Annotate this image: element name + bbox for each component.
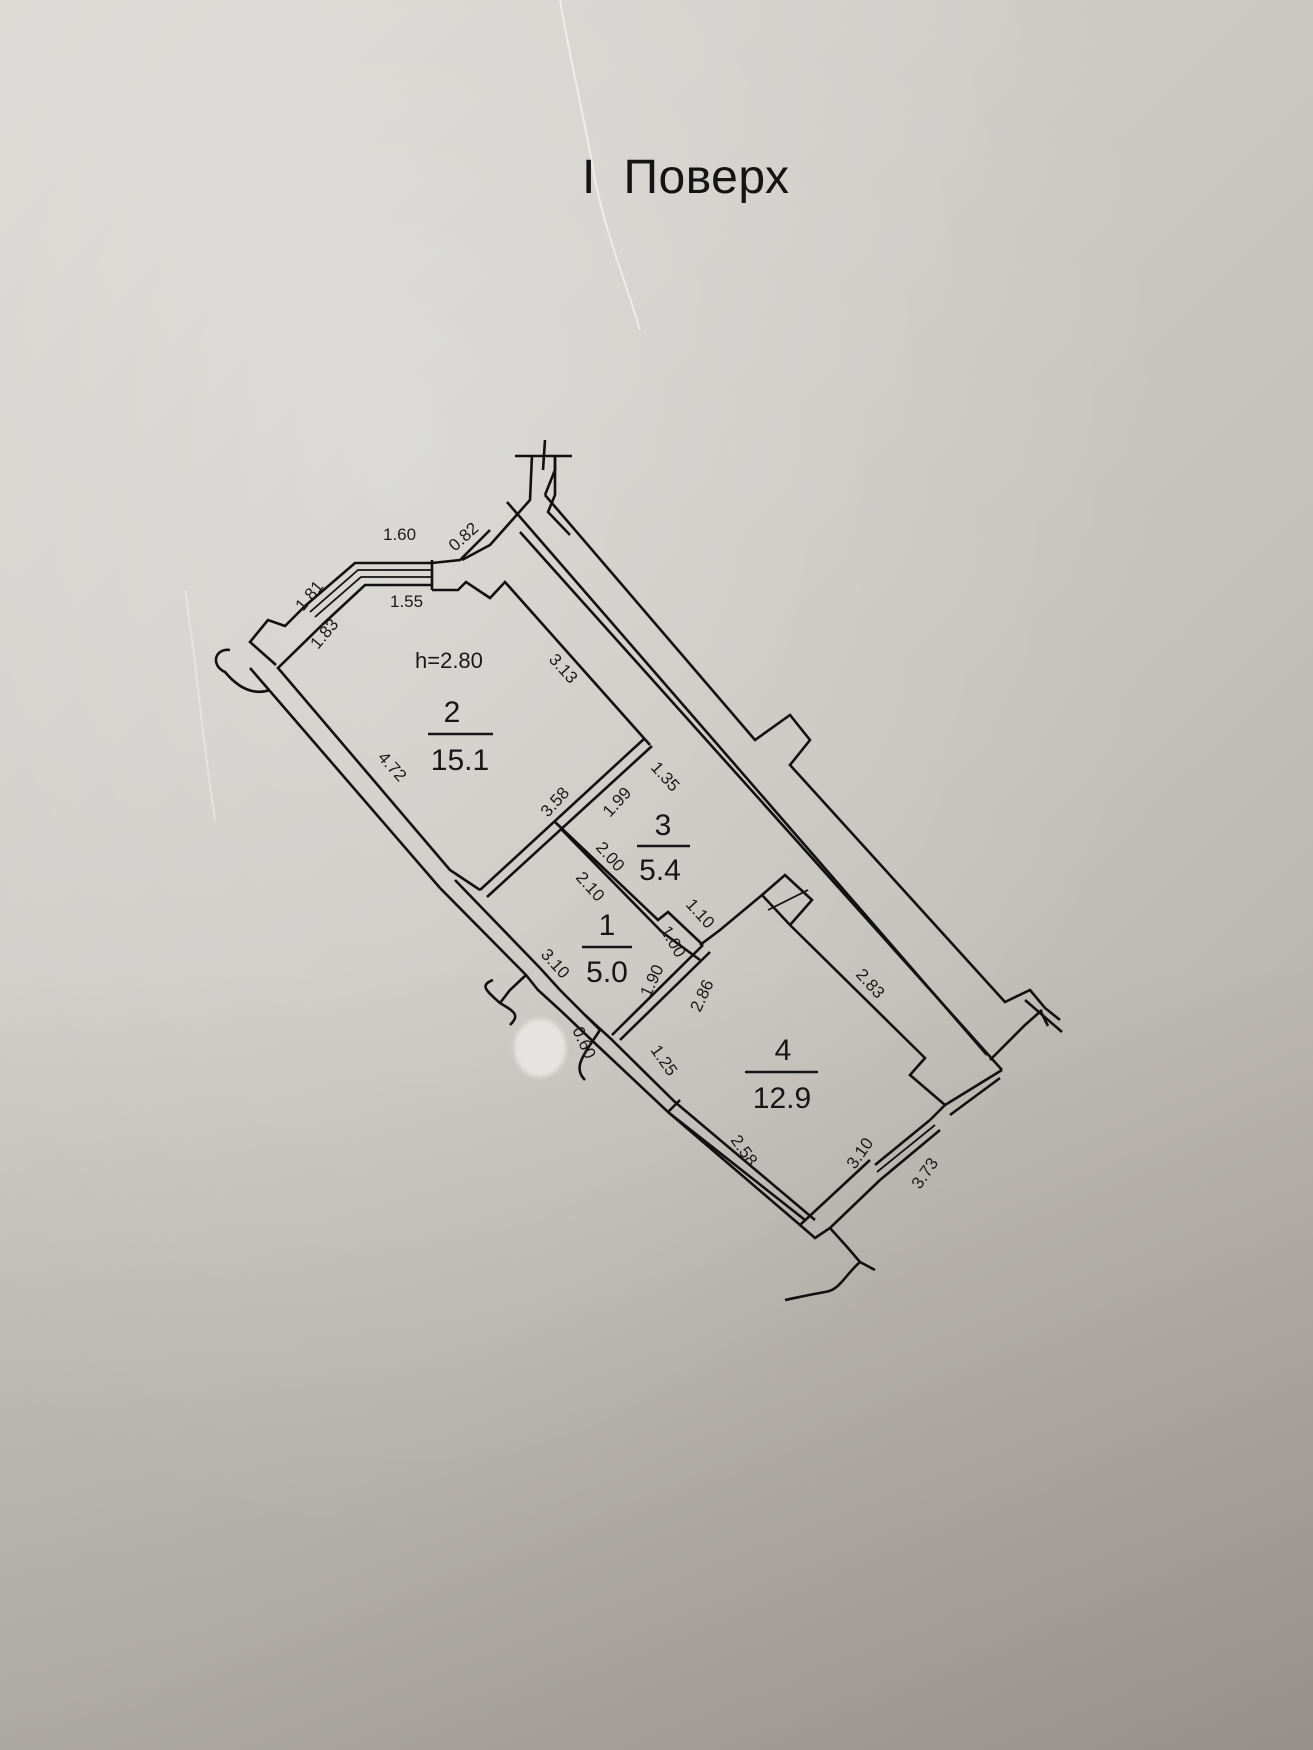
dim-3-73: 3.73 [908, 1154, 943, 1192]
dim-2-86: 2.86 [686, 977, 717, 1015]
top-wall-break [461, 439, 572, 562]
dim-2-83: 2.83 [852, 965, 888, 1002]
ceiling-height-label: h=2.80 [415, 648, 483, 673]
dim-1-35: 1.35 [647, 758, 683, 795]
room-2-walls [214, 605, 481, 892]
room-number: 2 [444, 696, 461, 729]
top-left-window [304, 529, 651, 746]
room-2-label: h=2.80 2 15.1 [415, 648, 493, 777]
room-4-walls [667, 924, 1003, 1302]
dimension-labels: 1.60 0.82 1.81 1.55 1.83 3.13 4.72 3.58 … [292, 519, 943, 1193]
room-area: 15.1 [431, 744, 489, 777]
dim-4-72: 4.72 [374, 748, 410, 785]
dim-0-82: 0.82 [445, 519, 482, 555]
partition-walls [479, 737, 814, 1041]
dim-3-58: 3.58 [537, 783, 573, 820]
dim-3-10-left: 3.10 [537, 945, 573, 982]
dim-1-81: 1.81 [292, 577, 328, 615]
room-1-label: 1 5.0 [582, 909, 632, 989]
redacted-spot [514, 1019, 566, 1077]
dim-2-00: 2.00 [592, 838, 628, 875]
right-wall-break [989, 999, 1063, 1061]
dim-1-90: 1.90 [636, 962, 667, 1000]
left-lower-wall [439, 879, 816, 1222]
room-number: 1 [599, 909, 616, 942]
dim-1-25: 1.25 [647, 1041, 682, 1079]
dim-3-10-right: 3.10 [843, 1134, 878, 1172]
room-area: 5.0 [586, 956, 628, 989]
dim-3-13: 3.13 [545, 650, 581, 687]
dim-0-60: 0.60 [568, 1024, 599, 1062]
dim-1-60: 1.60 [383, 525, 416, 544]
room-4-label: 4 12.9 [745, 1034, 818, 1115]
dim-1-10: 1.10 [682, 895, 718, 932]
room-area: 5.4 [639, 854, 681, 887]
dim-1-55: 1.55 [390, 592, 423, 611]
room-number: 3 [655, 809, 672, 842]
room-3-label: 3 5.4 [637, 809, 690, 887]
room-number: 4 [775, 1034, 792, 1067]
room-area: 12.9 [753, 1082, 811, 1115]
page-title: I Поверх [582, 151, 790, 204]
dim-1-83: 1.83 [307, 615, 343, 653]
